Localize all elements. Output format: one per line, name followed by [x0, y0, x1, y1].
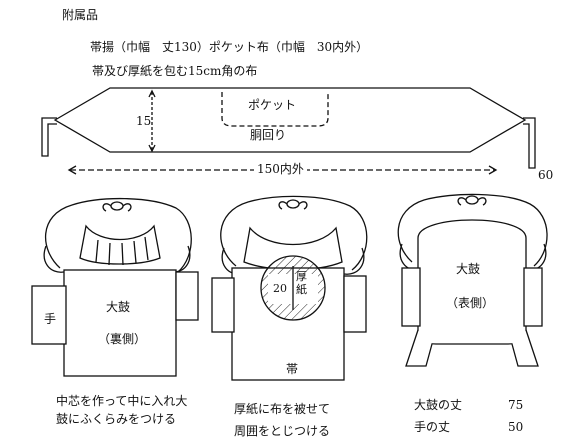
circle-num: 20	[273, 282, 287, 295]
step3-drum-title: 大鼓	[456, 262, 481, 276]
strip-height-label: 15	[136, 114, 152, 128]
strip-end-label: 60	[538, 168, 554, 182]
circle-text: 厚紙	[296, 270, 307, 296]
accessory-line-1: 帯揚（巾幅 丈130）ポケット布（巾幅 30内外）	[90, 40, 369, 54]
measure-drum-value: 75	[508, 398, 524, 412]
step2-bottom-label: 帯	[286, 362, 299, 376]
cloth-strip	[53, 87, 527, 153]
measure-te-value: 50	[508, 420, 524, 434]
page-title: 附属品	[62, 8, 99, 22]
measure-drum-label: 大鼓の丈	[414, 398, 463, 412]
waist-label: 胴回り	[250, 128, 287, 142]
strip-right-tab	[523, 117, 536, 169]
step1-figure	[31, 197, 199, 377]
step3-drum-sub: （表側）	[446, 296, 495, 310]
step3-figure	[397, 193, 548, 367]
step2-caption-1: 厚紙に布を被せて	[234, 402, 331, 416]
measure-te-label: 手の丈	[414, 420, 451, 434]
step2-caption-2: 周囲をとじつける	[234, 424, 331, 438]
step1-drum-panel	[63, 269, 177, 377]
step1-te-label: 手	[44, 312, 57, 326]
step2-figure	[211, 195, 368, 381]
strip-length-label: 150内外	[254, 162, 307, 176]
cloth-strip-diagram	[41, 87, 536, 175]
accessory-line-2: 帯及び厚紙を包む15cm角の布	[92, 64, 258, 78]
pocket-outline	[221, 92, 329, 127]
step1-te-tab	[31, 285, 67, 345]
step1-caption-1: 中芯を作って中に入れ大	[56, 394, 188, 408]
strip-left-tab	[41, 117, 57, 157]
step1-caption-2: 鼓にふくらみをつける	[56, 412, 177, 426]
pocket-label: ポケット	[248, 98, 297, 112]
step1-drum-sub: （裏側）	[98, 332, 147, 346]
step3-drum-panel	[417, 219, 527, 345]
step1-drum-title: 大鼓	[106, 300, 131, 314]
